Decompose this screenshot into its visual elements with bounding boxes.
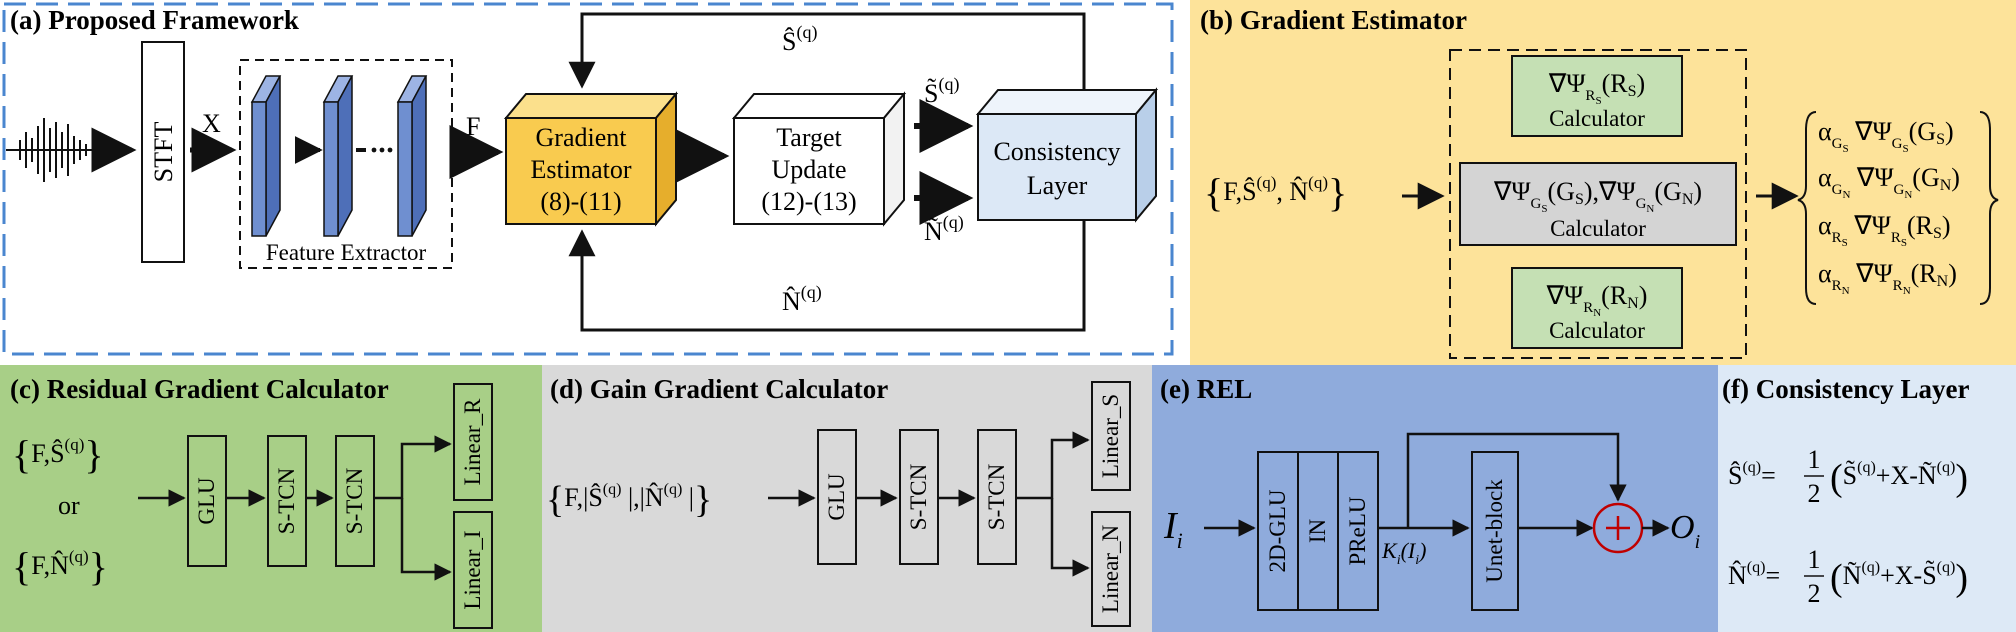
- s-tilde-label: S̃(q): [924, 74, 959, 108]
- gain-stcn-label-2: S-TCN: [984, 463, 1009, 530]
- residual-glu-box: [187, 435, 227, 567]
- gradient-estimator-block: Gradient Estimator (8)-(11): [503, 91, 679, 227]
- rn-calculator-box: ∇ΨRN(RN) Calculator: [1511, 267, 1683, 349]
- s-hat-label: Ŝ(q): [782, 22, 817, 56]
- rel-output-label: Oi: [1670, 509, 1700, 553]
- n-hat-feedback-arrow: [568, 220, 1086, 332]
- rel-input-label: Ii: [1163, 505, 1183, 553]
- panel-b-title: (b) Gradient Estimator: [1200, 5, 1467, 35]
- panel-e-rel: (e) REL Ii 2D-GLU IN PReLU Ki(Ii) Unet-b…: [1152, 365, 1718, 632]
- k-label: Ki(Ii): [1381, 538, 1426, 568]
- rel-skip-connection: [1406, 432, 1627, 528]
- n-hat-label: N̂(q): [782, 282, 822, 316]
- f-label: F: [466, 112, 480, 141]
- svg-text:1: 1: [1808, 545, 1821, 574]
- gain-calculator-box: ∇ΨGS(GS),∇ΨGN(GN) Calculator: [1459, 162, 1737, 246]
- residual-stcn-label-2: S-TCN: [342, 467, 367, 534]
- svg-text:2: 2: [1808, 579, 1821, 608]
- residual-input-2: {F,N̂(q)}: [12, 544, 108, 589]
- linear-s-box: [1091, 381, 1131, 491]
- gain-calculator-label: Calculator: [1550, 216, 1646, 241]
- rs-calculator-label: Calculator: [1549, 106, 1645, 131]
- panel-f-title: (f) Consistency Layer: [1722, 374, 1969, 404]
- consistency-equation-s: Ŝ(q)= 1 2 (S̃(q)+X-Ñ(q)): [1728, 445, 1968, 508]
- svg-text:2: 2: [1808, 479, 1821, 508]
- panel-b-gradient-estimator: (b) Gradient Estimator {F,Ŝ(q), N̂(q)} ∇…: [1190, 0, 2016, 365]
- feature-map-3: [396, 75, 428, 237]
- feature-map-1: [250, 75, 282, 237]
- panel-e-title: (e) REL: [1160, 374, 1252, 404]
- panel-c-residual-gradient-calculator: (c) Residual Gradient Calculator {F,Ŝ(q)…: [0, 365, 542, 632]
- s-hat-feedback-arrow: [568, 12, 1086, 90]
- n-tilde-label: Ñ(q): [924, 212, 964, 246]
- residual-glu-label: GLU: [194, 477, 219, 525]
- calculator-group-dashed: [1449, 49, 1747, 359]
- stft-box: [141, 41, 185, 263]
- residual-stcn-box-1: [267, 435, 307, 567]
- target-update-line2: Update: [771, 155, 846, 184]
- gradient-estimator-line3: (8)-(11): [540, 187, 621, 216]
- panel-d-gain-gradient-calculator: (d) Gain Gradient Calculator {F,|Ŝ(q) |,…: [542, 365, 1152, 632]
- consistency-layer-block: Consistency Layer: [975, 87, 1159, 223]
- consistency-equation-n: N̂(q)= 1 2 (Ñ(q)+X-S̃(q)): [1728, 545, 1968, 608]
- linear-n-box: [1091, 511, 1131, 627]
- panel-a-dashed-border: [2, 2, 1174, 356]
- x-label: X: [202, 109, 221, 138]
- rel-2d-glu-label: 2D-GLU: [1265, 489, 1290, 572]
- waveform-icon: [6, 118, 98, 182]
- linear-r-box: [453, 383, 493, 501]
- gain-input-set: {F,|Ŝ(q) |,|N̂(q) |}: [546, 479, 712, 521]
- rs-calculator-box: ∇ΨRS(RS) Calculator: [1511, 55, 1683, 137]
- gain-glu-label: GLU: [824, 473, 849, 521]
- residual-input-1: {F,Ŝ(q)}: [12, 432, 104, 477]
- panel-a-title: (a) Proposed Framework: [10, 5, 299, 35]
- feature-map-2: [322, 75, 354, 237]
- stft-label: STFT: [149, 122, 178, 183]
- consistency-layer-line1: Consistency: [993, 137, 1120, 166]
- rel-prelu-box: [1337, 451, 1379, 611]
- residual-stcn-box-2: [335, 435, 375, 567]
- linear-i-label: Linear_I: [460, 530, 485, 609]
- rn-calculator-label: Calculator: [1549, 318, 1645, 343]
- unet-block-box: [1471, 451, 1519, 611]
- svg-text:1: 1: [1808, 445, 1821, 474]
- target-update-line1: Target: [776, 123, 842, 152]
- target-update-line3: (12)-(13): [761, 187, 856, 216]
- panel-a-proposed-framework: (a) Proposed Framework STFT X: [0, 0, 1190, 365]
- consistency-layer-line2: Layer: [1027, 171, 1088, 200]
- linear-r-label: Linear_R: [460, 398, 485, 486]
- residual-stcn-label-1: S-TCN: [274, 467, 299, 534]
- unet-block-label: Unet-block: [1482, 479, 1507, 583]
- linear-i-box: [453, 511, 493, 629]
- rel-prelu-label: PReLU: [1345, 496, 1370, 565]
- linear-n-label: Linear_N: [1098, 525, 1123, 614]
- panel-d-title: (d) Gain Gradient Calculator: [550, 374, 888, 404]
- linear-s-label: Linear_S: [1098, 394, 1123, 478]
- gain-stcn-label-1: S-TCN: [906, 463, 931, 530]
- gradient-estimator-line1: Gradient: [536, 123, 628, 152]
- gradient-estimator-input-set: {F,Ŝ(q), N̂(q)}: [1204, 170, 1347, 215]
- svg-text:(S̃(q)+X-Ñ(q)): (S̃(q)+X-Ñ(q)): [1830, 457, 1968, 499]
- panel-c-title: (c) Residual Gradient Calculator: [10, 374, 389, 404]
- residual-or-label: or: [58, 491, 80, 520]
- panel-f-consistency-layer: (f) Consistency Layer Ŝ(q)= 1 2 (S̃(q)+X…: [1718, 365, 2016, 632]
- target-update-block: Target Update (12)-(13): [731, 91, 907, 227]
- svg-text:N̂(q)=: N̂(q)=: [1728, 559, 1780, 590]
- rel-in-label: IN: [1305, 518, 1330, 543]
- feature-extractor-label: Feature Extractor: [266, 240, 427, 265]
- gradient-estimator-line2: Estimator: [530, 155, 631, 184]
- svg-text:(Ñ(q)+X-S̃(q)): (Ñ(q)+X-S̃(q)): [1830, 557, 1968, 599]
